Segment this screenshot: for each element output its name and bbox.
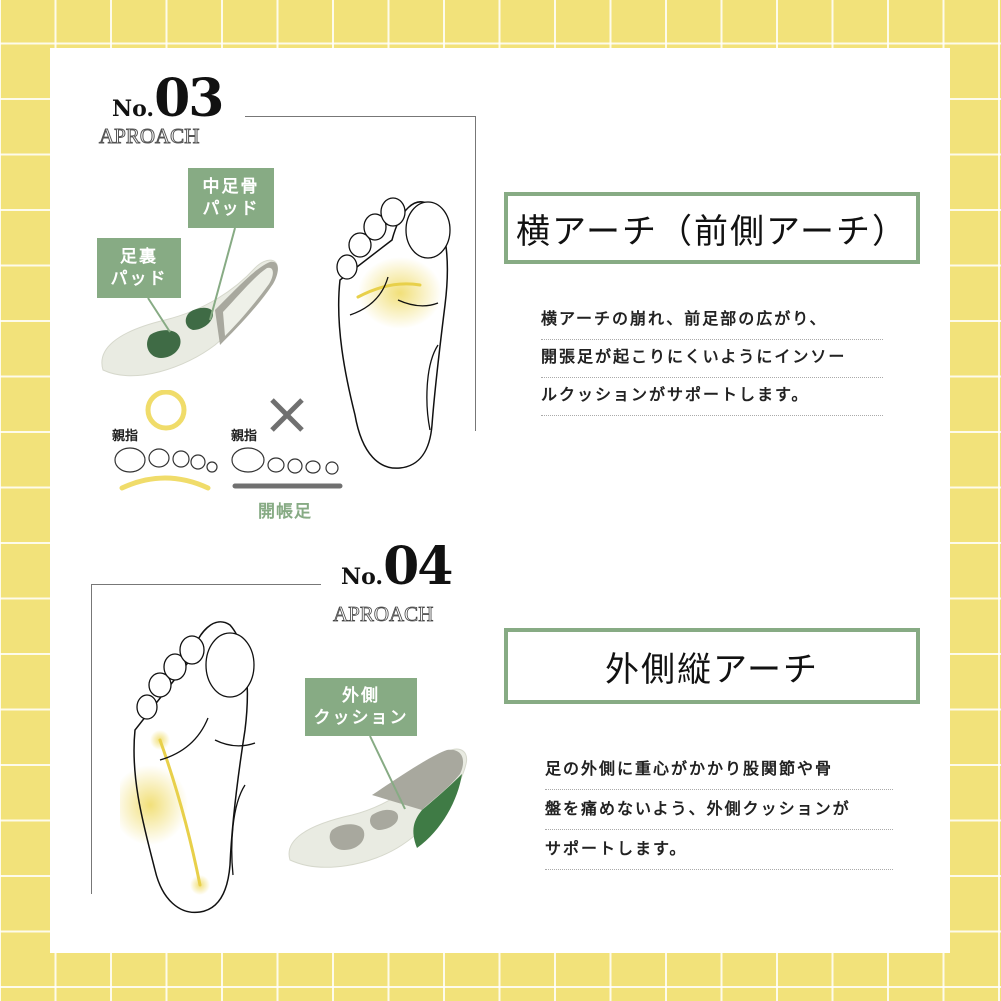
section4-description-line-3: サポートします。: [545, 835, 893, 870]
section4-number-value: 04: [383, 536, 453, 597]
section4-frame-left: [91, 584, 92, 894]
section3-description-line-2: 開張足が起こりにくいようにインソー: [541, 343, 883, 378]
section4-approach-label: APROACH: [333, 602, 434, 627]
section4-description-line-1: 足の外側に重心がかかり股関節や骨: [545, 755, 893, 790]
section4-title: 外側縦アーチ: [605, 649, 819, 690]
section3-description-line-3: ルクッションがサポートします。: [541, 381, 883, 416]
metatarsal-pad-tag-line1: 中足骨: [202, 177, 260, 197]
outer-cushion-pointer-line-icon: [369, 735, 406, 810]
outer-cushion-tag: 外側 クッション: [305, 678, 417, 736]
section3-number-value: 03: [154, 68, 224, 129]
section3-title-box: 横アーチ（前側アーチ）: [504, 192, 920, 264]
section3-approach-label: APROACH: [98, 124, 200, 149]
section4-frame-top: [91, 584, 321, 585]
section4-number: No.04: [341, 536, 453, 597]
sole-pad-tag-line1: 足裏: [120, 247, 158, 267]
toe-comparison-icon: [114, 390, 343, 491]
section4-title-box: 外側縦アーチ: [504, 628, 920, 704]
section4-description-line-2: 盤を痛めないよう、外側クッションが: [545, 795, 893, 830]
sole-pad-tag: 足裏 パッド: [97, 238, 181, 298]
section3-number-prefix: No.: [112, 96, 155, 122]
tag-pointer-lines-icon: [147, 227, 236, 333]
section3-frame-top: [245, 116, 475, 117]
splay-foot-caption: 開帳足: [258, 502, 312, 522]
foot-sole-lateral-arch-icon: [120, 621, 256, 914]
section4-number-prefix: No.: [341, 564, 384, 590]
good-big-toe-label: 親指: [112, 429, 139, 444]
section3-title: 横アーチ（前側アーチ）: [516, 211, 908, 252]
outer-cushion-tag-line1: 外側: [342, 686, 380, 706]
metatarsal-pad-tag-line2: パッド: [202, 199, 260, 219]
outer-cushion-tag-line2: クッション: [313, 708, 409, 728]
bad-big-toe-label: 親指: [231, 429, 258, 444]
insole-outer-cushion-illustration-icon: [288, 748, 468, 868]
section3-number: No.03: [112, 68, 224, 129]
sole-pad-tag-line2: パッド: [110, 269, 168, 289]
section3-frame-right: [475, 116, 476, 431]
insole-illustration-icon: [101, 259, 278, 377]
section3-description-line-1: 横アーチの崩れ、前足部の広がり、: [541, 305, 883, 340]
foot-sole-transverse-arch-icon: [336, 197, 451, 469]
metatarsal-pad-tag: 中足骨 パッド: [188, 168, 274, 228]
